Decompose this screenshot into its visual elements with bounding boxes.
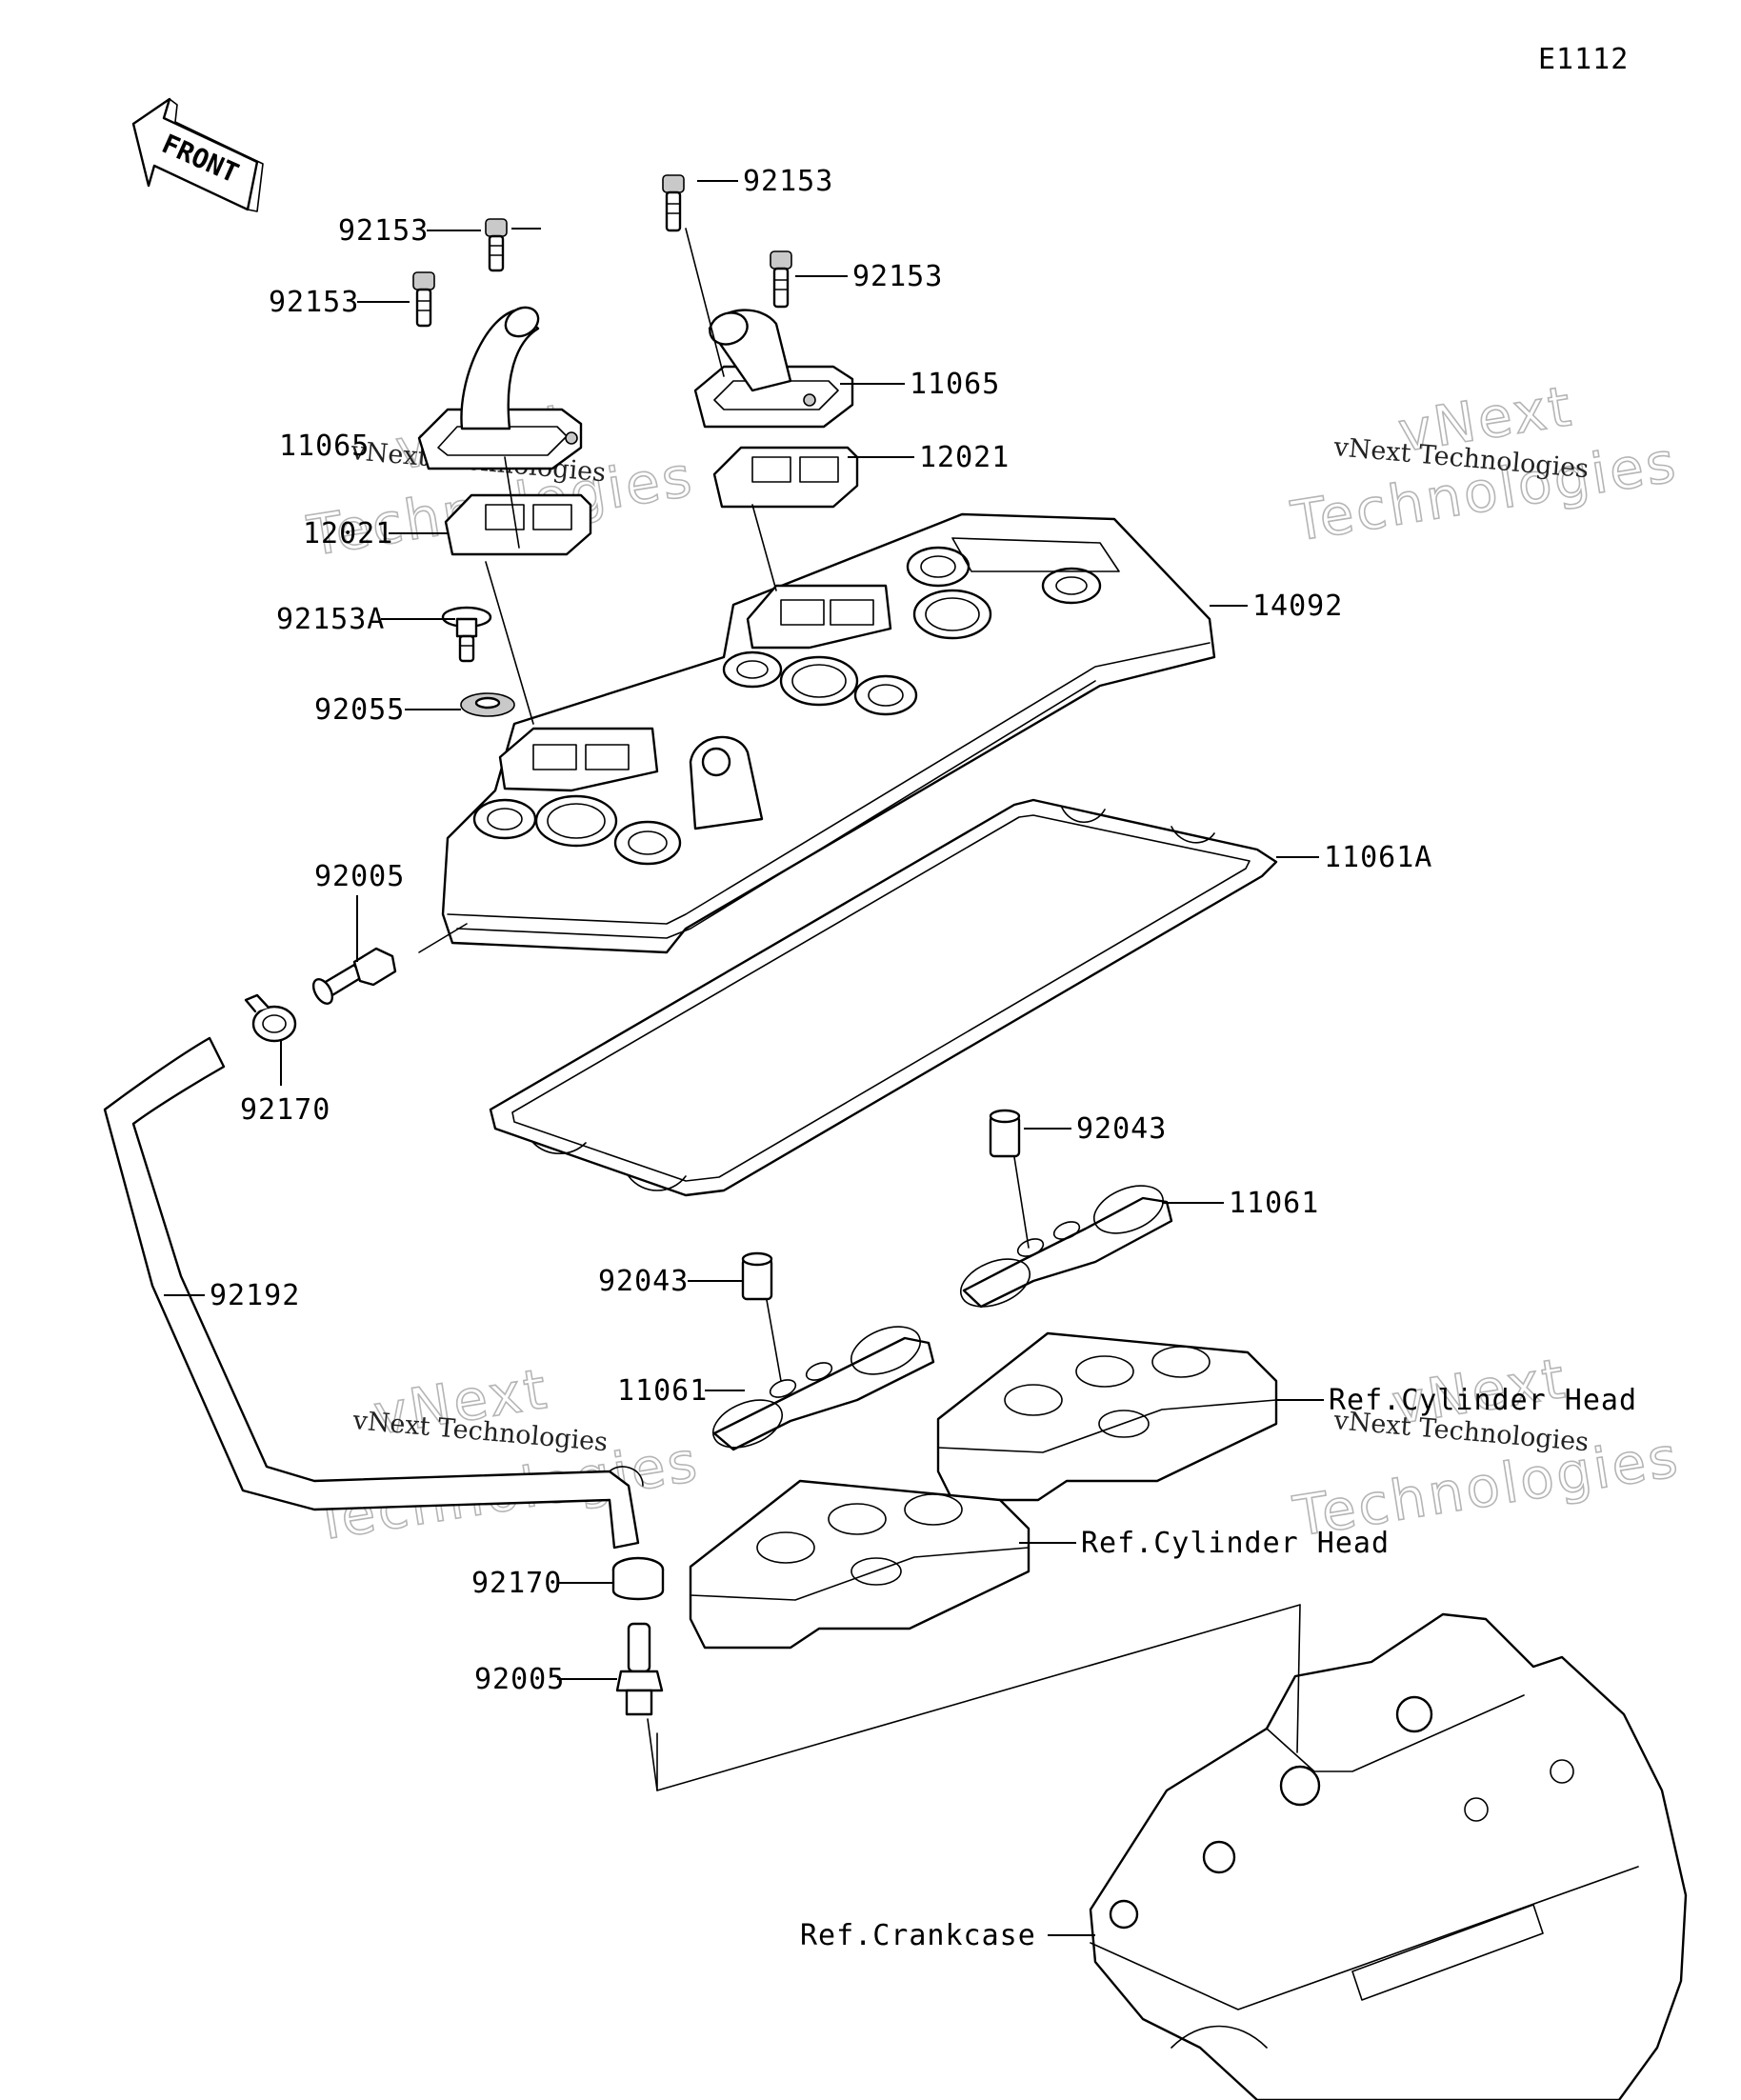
clamp-lower-icon bbox=[611, 1556, 665, 1601]
label-gasket-left: 11061 bbox=[617, 1374, 708, 1408]
label-gasket-right: 11061 bbox=[1229, 1187, 1319, 1220]
label-cover-gasket: 11061A bbox=[1324, 841, 1432, 874]
bolt-a-icon bbox=[485, 218, 508, 272]
label-cover: 14092 bbox=[1252, 590, 1343, 623]
label-clamp-upper: 92170 bbox=[240, 1093, 330, 1127]
fitting-lower-icon bbox=[615, 1622, 664, 1716]
label-bolt-right: 92153 bbox=[852, 260, 943, 293]
cylinder-head-right bbox=[936, 1331, 1278, 1502]
cover-gasket bbox=[489, 798, 1278, 1197]
front-arrow-icon: FRONT bbox=[131, 97, 264, 212]
valve-cover bbox=[441, 512, 1216, 954]
label-hose: 92192 bbox=[210, 1279, 300, 1312]
cylinder-head-left bbox=[689, 1479, 1031, 1650]
dowel-right-icon bbox=[989, 1109, 1021, 1158]
label-fitting-lower: 92005 bbox=[474, 1663, 565, 1696]
label-reed-left: 12021 bbox=[303, 517, 393, 550]
label-ref-head-right: Ref.Cylinder Head bbox=[1329, 1384, 1637, 1417]
breather-cover-left bbox=[417, 306, 583, 470]
bolt-b-icon bbox=[412, 271, 435, 328]
label-dowel-right: 92043 bbox=[1076, 1112, 1167, 1146]
label-special-bolt: 92153A bbox=[276, 603, 385, 636]
label-reed-right: 12021 bbox=[919, 441, 1010, 474]
label-ref-crankcase: Ref.Crankcase bbox=[800, 1919, 1036, 1952]
grommet-icon bbox=[460, 692, 515, 717]
label-clamp-lower: 92170 bbox=[471, 1567, 562, 1600]
reed-plate-left bbox=[444, 493, 592, 556]
label-bolt-upper-left: 92153 bbox=[338, 214, 429, 248]
leader-lines bbox=[164, 180, 1324, 1936]
bolt-d-icon bbox=[770, 250, 792, 309]
diagram-code: E1112 bbox=[1538, 43, 1629, 76]
plug-gasket-left bbox=[712, 1326, 935, 1451]
label-grommet: 92055 bbox=[314, 693, 405, 727]
fitting-upper-icon bbox=[311, 947, 397, 1005]
label-bolt-top: 92153 bbox=[743, 165, 833, 198]
plug-gasket-right bbox=[960, 1185, 1173, 1309]
special-bolt-icon bbox=[441, 606, 492, 663]
reed-plate-right bbox=[712, 446, 859, 509]
hose-icon bbox=[103, 1036, 644, 1550]
crankcase bbox=[1089, 1612, 1688, 2100]
dowel-left-icon bbox=[741, 1251, 773, 1301]
label-breather-cover-left: 11065 bbox=[279, 430, 370, 463]
label-bolt-left: 92153 bbox=[269, 286, 359, 319]
label-breather-cover-right: 11065 bbox=[910, 368, 1000, 401]
bolt-c-icon bbox=[662, 174, 685, 232]
clamp-upper-icon bbox=[244, 993, 297, 1043]
breather-cover-right bbox=[693, 309, 854, 429]
label-dowel-left: 92043 bbox=[598, 1265, 689, 1298]
label-ref-head-left: Ref.Cylinder Head bbox=[1081, 1527, 1390, 1560]
label-fitting-upper: 92005 bbox=[314, 860, 405, 893]
